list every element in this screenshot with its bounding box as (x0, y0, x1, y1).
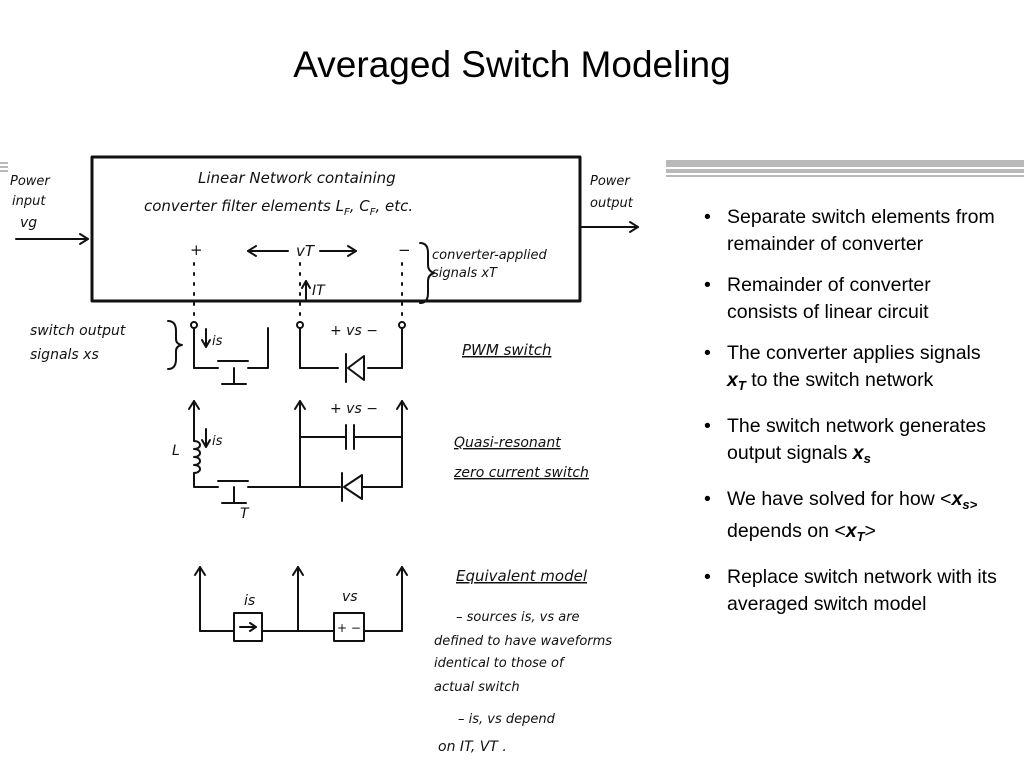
left-rule (0, 166, 8, 168)
bullet-list: Separate switch elements from remainder … (704, 204, 1004, 632)
it-label: IT (312, 283, 326, 299)
inductor (193, 440, 201, 474)
vs-label-2: + vs − (330, 401, 378, 417)
qr-label-2: zero current switch (453, 465, 589, 481)
linear-network-box (90, 155, 582, 303)
right-rule (666, 175, 1024, 177)
eq-note-2: defined to have waveforms (434, 634, 612, 649)
eq-note-1: – sources is, vs are (456, 610, 580, 625)
vt-label: vT (296, 242, 316, 260)
qr-label-1: Quasi-resonant (454, 435, 561, 451)
pwm-diode (347, 355, 365, 381)
power-output-label-2: output (590, 196, 634, 211)
switch-output-label-2: signals xs (30, 347, 99, 363)
bullet-5: We have solved for how <xs> depends on <… (704, 486, 1004, 550)
left-rule (0, 162, 8, 164)
box-text-line2: converter filter elements LF, CF, etc. (144, 197, 413, 218)
right-rule (666, 160, 1024, 167)
eq-vs-source-label: + − (337, 621, 361, 635)
slide-title: Averaged Switch Modeling (293, 44, 731, 85)
bullet-3: The converter applies signals xT to the … (704, 340, 1004, 399)
qr-diode (343, 474, 363, 500)
power-input-label-3: vg (20, 215, 37, 231)
converter-applied-label-1: converter-applied (432, 248, 547, 263)
vs-source (333, 612, 365, 642)
eq-is-label: is (244, 593, 255, 609)
t-label: T (240, 506, 250, 522)
is-label-2: is (212, 434, 223, 449)
is-label: is (212, 334, 223, 349)
switch-output-label-1: switch output (30, 323, 126, 339)
handwritten-circuit-sketch: Linear Network containing converter filt… (8, 143, 656, 763)
box-text-line1: Linear Network containing (198, 169, 396, 187)
eq-note-6: on IT, VT . (438, 739, 507, 755)
power-input-label-2: input (12, 194, 46, 209)
circuit-diagram: Linear Network containing converter filt… (10, 155, 639, 755)
eq-vs-label: vs (342, 589, 358, 605)
left-rule (0, 170, 8, 172)
converter-applied-label-2: signals xT (432, 266, 498, 281)
power-output-label-1: Power (590, 174, 631, 189)
vs-label: + vs − (330, 323, 378, 339)
eq-note-3: identical to those of (434, 656, 566, 671)
vt-minus: − (398, 241, 411, 259)
eq-note-4: actual switch (434, 680, 520, 695)
bullet-4: The switch network generates output sign… (704, 413, 1004, 472)
equivalent-model-title: Equivalent model (456, 567, 588, 585)
bullet-6: Replace switch network with its averaged… (704, 564, 1004, 618)
right-rule (666, 169, 1024, 173)
is-source (233, 612, 263, 642)
l-label: L (172, 443, 180, 459)
bullet-1: Separate switch elements from remainder … (704, 204, 1004, 258)
power-input-label-1: Power (10, 174, 51, 189)
vt-plus: + (190, 241, 203, 259)
eq-note-5: – is, vs depend (458, 712, 556, 727)
bullet-2: Remainder of converter consists of linea… (704, 272, 1004, 326)
pwm-switch-label: PWM switch (462, 341, 551, 359)
